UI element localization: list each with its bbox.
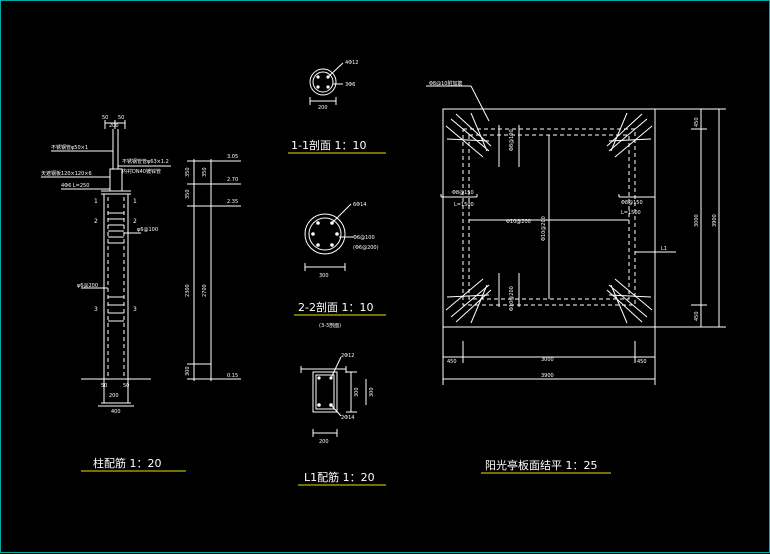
col-note4: 天遮钢板120×120×6 — [41, 170, 92, 177]
col-note5: 4Φ6 L=250 — [61, 183, 89, 189]
beam-bot: 2Φ14 — [341, 415, 354, 421]
col-dim-bot-total: 400 — [111, 409, 121, 415]
col-elev-2: 2.70 — [227, 177, 238, 183]
col-dim-top-b: 50 — [118, 115, 124, 121]
s22-bar: 6Φ14 — [353, 202, 366, 208]
title-section11: 1-1剖面 1：10 — [291, 138, 366, 152]
slab-rebar-mid-v: Φ10@200 — [541, 216, 547, 241]
slab-rebar-r1: Φ8@150 — [621, 200, 643, 206]
s11-dim: 200 — [318, 105, 328, 111]
col-sec2-right: 2 — [133, 218, 137, 225]
col-sec2-left: 2 — [94, 218, 98, 225]
col-sec1-left: 1 — [94, 198, 98, 205]
slab-beam-label: L1 — [661, 246, 667, 252]
col-dim-top-a: 50 — [102, 115, 108, 121]
slab-dim-total: 3900 — [541, 373, 554, 379]
col-elev-top: 3.05 — [227, 154, 238, 160]
col-h5: 300 — [185, 366, 191, 376]
slab-rebar-bl: Φ10@200 — [509, 286, 515, 311]
col-elev-3: 2.35 — [227, 199, 238, 205]
s11-stir: 3Φ6 — [345, 82, 355, 88]
beam-dim-w: 200 — [319, 439, 329, 445]
col-note1: 不锈钢管φ50×1 — [51, 144, 88, 151]
col-h2: 350 — [185, 189, 191, 199]
col-dim-bot-b: 50 — [123, 383, 129, 389]
col-h1b: 350 — [202, 167, 208, 177]
col-sec3-right: 3 — [133, 306, 137, 313]
s22-stir2: (Φ6@200) — [353, 245, 379, 251]
beam-l1-detail: 2Φ12 2Φ14 300 300 200 L1配筋 1：20 — [298, 353, 386, 486]
s11-bar: 4Φ12 — [345, 60, 358, 66]
col-note2: 不锈钢管管φ63×1.2 — [122, 158, 169, 165]
col-h4: 2700 — [202, 284, 208, 297]
slab-dimv-bot: 450 — [694, 311, 700, 321]
s22-note: (3-3剖面) — [319, 322, 341, 329]
s22-stir1: Φ6@100 — [353, 235, 375, 241]
s22-dim: 300 — [319, 273, 329, 279]
title-slab: 阳光亭板面结平 1：25 — [485, 458, 598, 472]
col-elev-bot: 0.15 — [227, 373, 238, 379]
slab-rebar-l1: Φ8@150 — [452, 190, 474, 196]
slab-rebar-l2: L=1500 — [454, 202, 474, 208]
slab-dimv-top: 450 — [694, 117, 700, 127]
col-dim-bot-mid: 200 — [109, 393, 119, 399]
slab-plan: Φ8@10附加筋 Φ8@100 Φ10@200 Φ10@200 Φ10@200 … — [426, 80, 726, 474]
col-h3: 2300 — [185, 284, 191, 297]
col-dim-top-total: 200 — [109, 123, 119, 129]
section-2-2: 6Φ14 Φ6@100 (Φ6@200) 300 2-2剖面 1：10 (3-3… — [294, 202, 386, 329]
col-dim-bot-a: 50 — [101, 383, 107, 389]
slab-note-top: Φ8@10附加筋 — [429, 80, 462, 87]
col-sec1-right: 1 — [133, 198, 137, 205]
slab-rebar-h: Φ10@200 — [506, 219, 531, 225]
title-section22: 2-2剖面 1：10 — [298, 300, 373, 314]
col-sec3-left: 3 — [94, 306, 98, 313]
slab-dim-right: 450 — [637, 359, 647, 365]
beam-dim-h2: 300 — [369, 387, 375, 397]
col-h1: 350 — [185, 167, 191, 177]
slab-dim-mid: 3000 — [541, 357, 554, 363]
slab-rebar-tl: Φ8@100 — [509, 129, 515, 151]
beam-dim-h1: 300 — [354, 387, 360, 397]
slab-dim-left: 450 — [447, 359, 457, 365]
col-stirrup2: φ6@200 — [77, 283, 98, 289]
col-note3: 内衬DN40镀锌管 — [122, 168, 161, 175]
title-beam: L1配筋 1：20 — [304, 470, 375, 484]
title-column: 柱配筋 1：20 — [93, 456, 162, 470]
slab-dimv-total: 3900 — [712, 214, 718, 227]
col-stirrup1: φ6@100 — [137, 227, 158, 233]
slab-dimv-mid: 3000 — [694, 214, 700, 227]
slab-rebar-r2: L=1500 — [621, 210, 641, 216]
section-1-1: 4Φ12 3Φ6 200 1-1剖面 1：10 — [288, 60, 386, 154]
beam-top: 2Φ12 — [341, 353, 354, 359]
column-detail: 50 50 200 不锈钢管φ50×1 不锈钢管管φ63×1.2 内衬DN40镀… — [41, 115, 241, 472]
